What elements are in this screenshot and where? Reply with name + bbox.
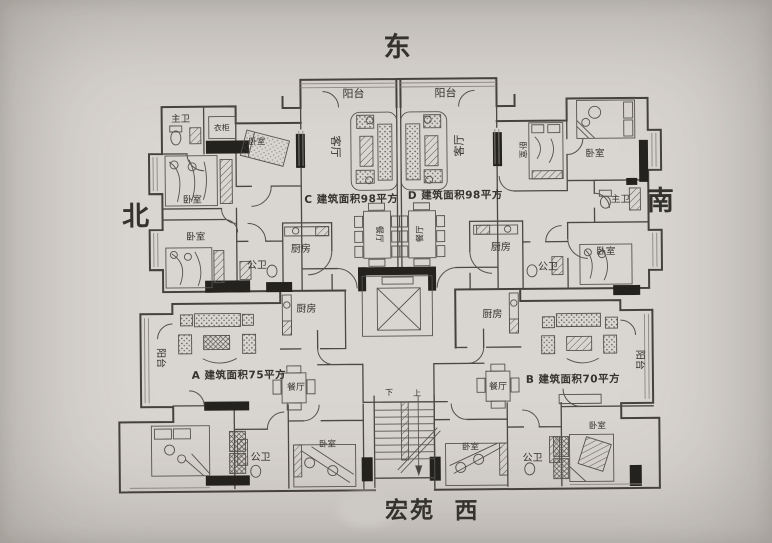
room-label-balcony-d: 阳台	[434, 86, 456, 100]
sofa-set-d	[400, 111, 448, 191]
room-label-living-d: 客厅	[452, 134, 466, 156]
room-label-wardrobe-c: 衣柜	[214, 122, 230, 132]
compass-east-label: 东	[383, 31, 410, 63]
bathroom-fixtures-shared-d	[526, 256, 564, 278]
estate-name-label: 宏苑	[385, 497, 435, 524]
compass-west-label: 西	[454, 498, 477, 524]
elevator-icon	[361, 275, 434, 337]
room-label-dining-c: 餐厅	[374, 226, 384, 244]
stair-down-label: 下	[385, 388, 393, 397]
dining-table-d	[399, 202, 446, 267]
bathroom-fixtures-shared-c	[239, 260, 278, 280]
room-label-bedroom-a: 卧室	[319, 439, 337, 450]
furniture	[150, 99, 641, 488]
kitchen-counter-b	[508, 292, 520, 334]
room-label-dining-a: 餐厅	[287, 381, 305, 393]
sofa-set-a	[178, 312, 257, 364]
bed-d-vertical	[528, 122, 564, 180]
room-label-master-bath-d: 主卫	[611, 193, 631, 205]
staircase-icon	[373, 395, 441, 488]
windows	[129, 81, 658, 489]
room-label-shared-bath-d: 公卫	[538, 262, 558, 273]
room-label-shared-bath-b: 公卫	[523, 453, 543, 464]
inner-walls	[161, 97, 654, 491]
unit-a-area-label: A 建筑面积75平方	[192, 368, 287, 382]
compass-south-label: 南	[647, 186, 674, 217]
kitchen-counter-c	[284, 226, 330, 237]
outer-walls	[118, 77, 664, 494]
room-label-kitchen-a: 厨房	[296, 302, 316, 315]
room-label-bedroom-b: 卧室	[462, 441, 480, 452]
labels: 东 北 南 宏苑 西 C 建筑面积98平方 D 建筑面积98平方 A 建筑面积7…	[122, 31, 674, 527]
room-label-shared-bath-c: 公卫	[247, 260, 267, 271]
room-label-living-c: 客厅	[329, 135, 343, 157]
room-label-kitchen-c: 厨房	[291, 242, 311, 255]
wardrobe-box-c	[208, 115, 237, 140]
room-label-bedroom-d3: 卧室	[596, 245, 615, 257]
dining-table-c	[354, 202, 401, 267]
kitchen-counter-a	[281, 294, 293, 336]
room-label-balcony-a: 阳台	[155, 348, 168, 368]
bed-d-top-right	[576, 99, 636, 139]
unit-c-area-label: C 建筑面积98平方	[304, 192, 398, 206]
sofa-set-b	[541, 312, 618, 364]
room-label-bedroom-c2: 卧室	[183, 194, 202, 206]
room-label-dining-d: 餐厅	[416, 225, 426, 243]
room-label-master-bath-c: 主卫	[171, 113, 191, 125]
compass-north-label: 北	[122, 201, 149, 232]
dining-table-a	[272, 365, 316, 411]
room-label-shared-bath-a: 公卫	[251, 452, 271, 463]
room-label-bedroom-d2: 卧室	[585, 147, 604, 159]
room-label-bedroom-c1: 卧室	[248, 136, 266, 147]
bed-a-corner	[150, 425, 247, 477]
bathroom-fixtures-master-c	[169, 125, 202, 146]
structural-columns	[204, 132, 649, 487]
unit-b-area-label: B 建筑面积70平方	[526, 372, 620, 386]
bed-c-left-lower	[165, 247, 225, 289]
bed-b-small	[445, 442, 509, 487]
room-label-bedroom-d1: 卧室	[517, 141, 528, 159]
stair-up-label: 上	[413, 389, 421, 398]
room-label-bedroom-c3: 卧室	[186, 231, 205, 243]
bed-a-small	[293, 443, 357, 488]
room-label-balcony-c: 阳台	[342, 86, 364, 100]
smudge-mark	[337, 492, 398, 527]
bed-b-corner	[553, 433, 615, 482]
bathroom-fixtures-master-d	[598, 187, 641, 211]
bed-c-top	[239, 129, 291, 167]
bed-d-lower	[579, 243, 633, 285]
room-label-balcony-b: 阳台	[634, 350, 647, 370]
kitchen-counter-d	[473, 224, 519, 235]
dining-table-b	[476, 363, 520, 409]
room-label-kitchen-d: 厨房	[491, 240, 511, 253]
unit-d-area-label: D 建筑面积98平方	[408, 188, 503, 202]
room-label-dining-b: 餐厅	[489, 380, 507, 392]
room-label-bedroom-br: 卧室	[589, 420, 607, 431]
sofa-set-c	[350, 111, 398, 191]
room-label-kitchen-b: 厨房	[482, 307, 502, 320]
bed-c-left-upper	[164, 155, 233, 207]
